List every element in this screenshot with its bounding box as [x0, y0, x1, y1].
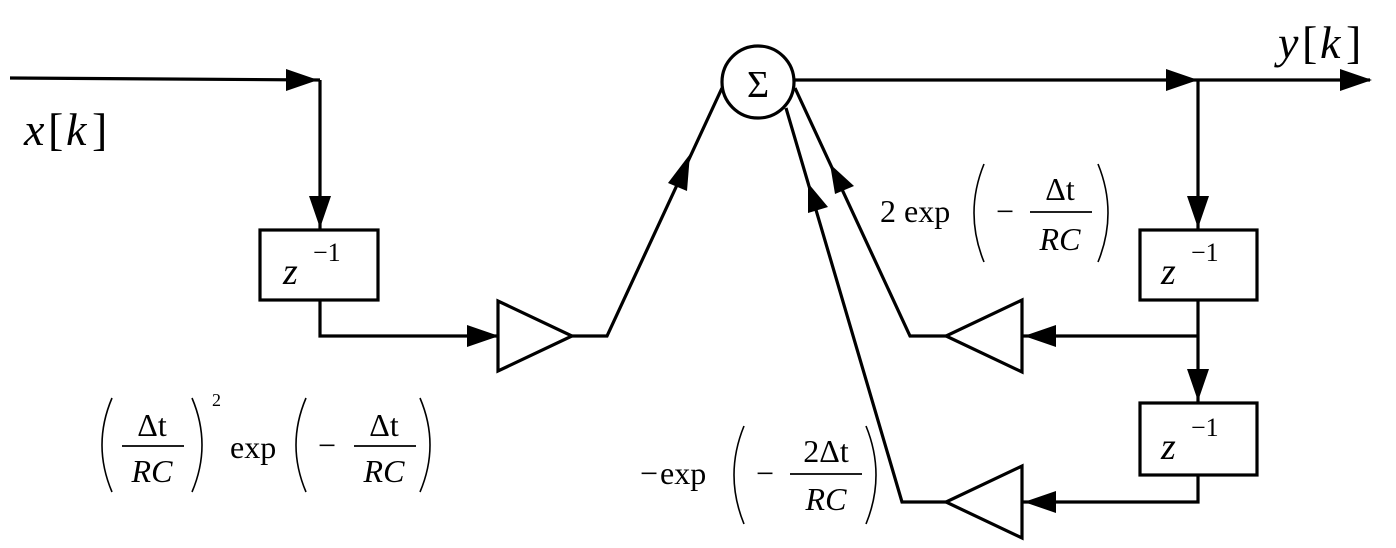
frac-num: Δt	[137, 407, 167, 443]
delay-exp: −1	[1191, 413, 1219, 442]
delay2-to-fb2-wire	[1022, 475, 1200, 504]
output-index: k	[1320, 17, 1342, 68]
summing-junction: Σ	[720, 44, 796, 120]
input-wire	[9, 76, 321, 82]
input-to-delay-arrow	[309, 196, 331, 228]
rparen	[865, 425, 877, 525]
frac-num: 2Δt	[803, 433, 849, 469]
lparen2	[295, 397, 307, 493]
sigma-symbol: Σ	[747, 64, 769, 106]
delay-block-output-2: z −1	[1138, 401, 1259, 477]
coef: 2	[880, 193, 896, 229]
feedback1-gain-label: 2 exp − Δt RC	[880, 163, 1109, 263]
input-name: x	[23, 104, 45, 155]
forward-gain-amplifier	[496, 298, 576, 374]
delay-block-input: z −1	[258, 228, 380, 302]
frac-den: RC	[131, 453, 174, 489]
feedback2-gain-amplifier	[942, 463, 1024, 541]
delay-var: z	[1160, 251, 1176, 293]
gain-to-sum-arrow	[668, 154, 690, 191]
exp-func: exp	[904, 193, 950, 229]
frac-den: RC	[1039, 221, 1082, 257]
delay-var: z	[1160, 426, 1176, 468]
output-arrow	[1340, 69, 1372, 91]
frac-num-2: Δt	[369, 407, 399, 443]
input-arrow	[286, 69, 318, 91]
minus: −	[756, 455, 774, 491]
lparen	[733, 425, 745, 525]
fb1-to-sum-arrow	[830, 164, 854, 194]
frac-num: Δt	[1045, 171, 1075, 207]
delay-to-gain-arrow	[467, 325, 499, 347]
output-signal-label: y [ k ]	[1274, 17, 1361, 68]
fb2-to-sum-arrow	[808, 183, 828, 213]
output-to-delay-arrow	[1187, 196, 1209, 228]
delay2-to-fb2-arrow	[1024, 491, 1056, 513]
input-lbracket: [	[48, 104, 63, 155]
feedback2-gain-label: − exp − 2Δt RC	[640, 425, 877, 525]
gain-to-sum-wire	[572, 87, 724, 338]
lparen	[973, 163, 985, 263]
delay-block-output-1: z −1	[1138, 228, 1259, 302]
delay1-to-fb1-arrow	[1024, 325, 1056, 347]
feedback1-gain-amplifier	[942, 297, 1024, 375]
input-rbracket: ]	[92, 104, 107, 155]
sum-output-arrow-1	[1166, 69, 1198, 91]
delay1-to-delay2-arrow	[1187, 369, 1209, 401]
delay-exp: −1	[313, 238, 341, 267]
output-rbracket: ]	[1346, 17, 1361, 68]
rparen	[1097, 163, 1109, 263]
frac-den-2: RC	[363, 453, 406, 489]
exp-func: exp	[660, 455, 706, 491]
minus: −	[318, 427, 336, 463]
lparen	[101, 397, 113, 493]
rparen2	[419, 397, 431, 493]
delay-var: z	[282, 251, 298, 293]
output-name: y	[1274, 17, 1299, 68]
frac-den: RC	[805, 481, 848, 517]
output-lbracket: [	[1302, 17, 1317, 68]
power: 2	[212, 390, 221, 410]
lead-minus: −	[640, 455, 658, 491]
minus: −	[996, 193, 1014, 229]
fb2-to-sum-wire	[784, 107, 946, 504]
input-index: k	[66, 104, 88, 155]
delay-to-gain-wire	[318, 300, 500, 338]
delay-exp: −1	[1191, 238, 1219, 267]
forward-gain-label: Δt RC 2 exp − Δt RC	[101, 390, 431, 493]
exp-func: exp	[230, 429, 276, 465]
input-signal-label: x [ k ]	[23, 104, 107, 155]
rparen	[191, 397, 203, 493]
